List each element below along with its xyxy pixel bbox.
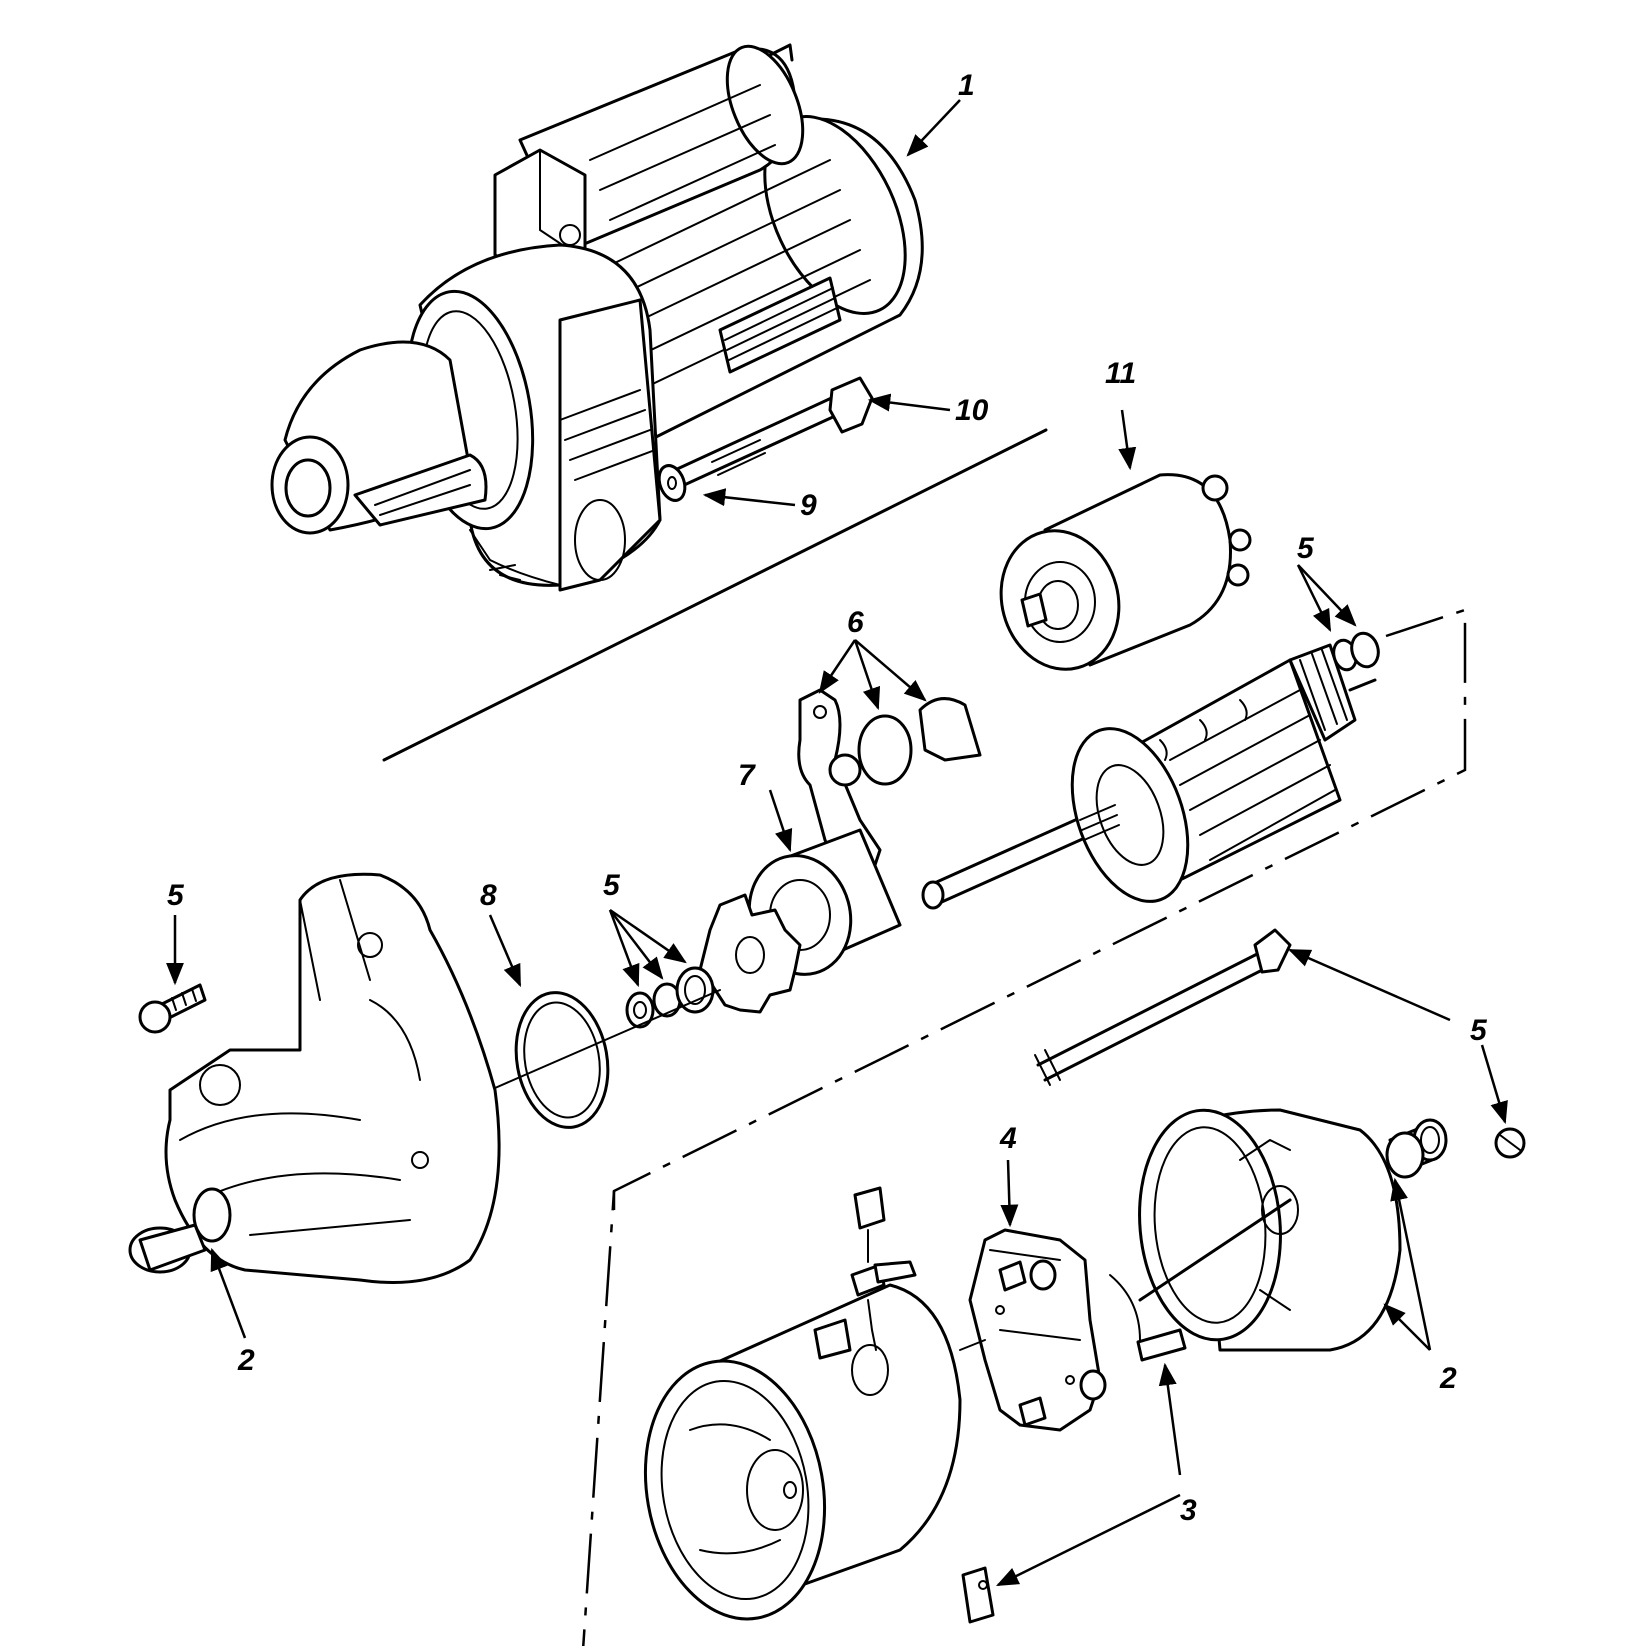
callout-2-left: 2	[237, 1344, 255, 1377]
loose-brush	[961, 1566, 995, 1624]
brush-holder	[968, 1228, 1141, 1432]
lever-plate	[857, 714, 913, 786]
snap-ring-set	[625, 966, 715, 1029]
leader-lines	[166, 99, 1508, 1587]
callout-10: 10	[955, 394, 989, 427]
armature	[921, 643, 1377, 910]
solenoid	[999, 473, 1252, 671]
assembled-starter-motor	[270, 43, 924, 592]
brush	[1136, 1328, 1187, 1362]
callout-4: 4	[999, 1122, 1017, 1155]
long-through-bolt	[1034, 928, 1292, 1086]
callout-11: 11	[1105, 357, 1136, 390]
lever-cover	[918, 697, 982, 762]
callout-6: 6	[847, 606, 864, 639]
washer	[657, 464, 687, 502]
field-frame	[643, 1186, 986, 1621]
housing-screw	[138, 983, 207, 1034]
callout-8: 8	[480, 879, 497, 912]
through-bolt	[673, 376, 874, 488]
armature-washers	[1332, 631, 1380, 672]
commutator-end-frame	[1138, 1108, 1402, 1352]
axis-line	[494, 989, 721, 1089]
callout-5-bolt: 5	[1470, 1014, 1488, 1047]
end-plug	[1494, 1127, 1526, 1159]
seal-ring	[514, 991, 610, 1129]
callout-7: 7	[738, 759, 756, 792]
group-boundary	[582, 608, 1467, 1646]
callout-3: 3	[1180, 1494, 1197, 1527]
pinion-gear	[698, 893, 802, 1014]
callout-5-screw: 5	[167, 879, 185, 912]
callout-5-rings: 5	[603, 869, 621, 902]
end-bushing	[1385, 1118, 1448, 1179]
callout-1: 1	[958, 69, 975, 102]
drive-end-housing	[128, 872, 501, 1284]
callout-labels: 1 10 9 11 5 6 7 5 8 5 5 4 2 2 3	[167, 69, 1488, 1527]
callout-9: 9	[800, 489, 817, 522]
callout-2-right: 2	[1439, 1362, 1457, 1395]
callout-5-armature: 5	[1297, 532, 1315, 565]
separator-line	[382, 428, 1048, 762]
